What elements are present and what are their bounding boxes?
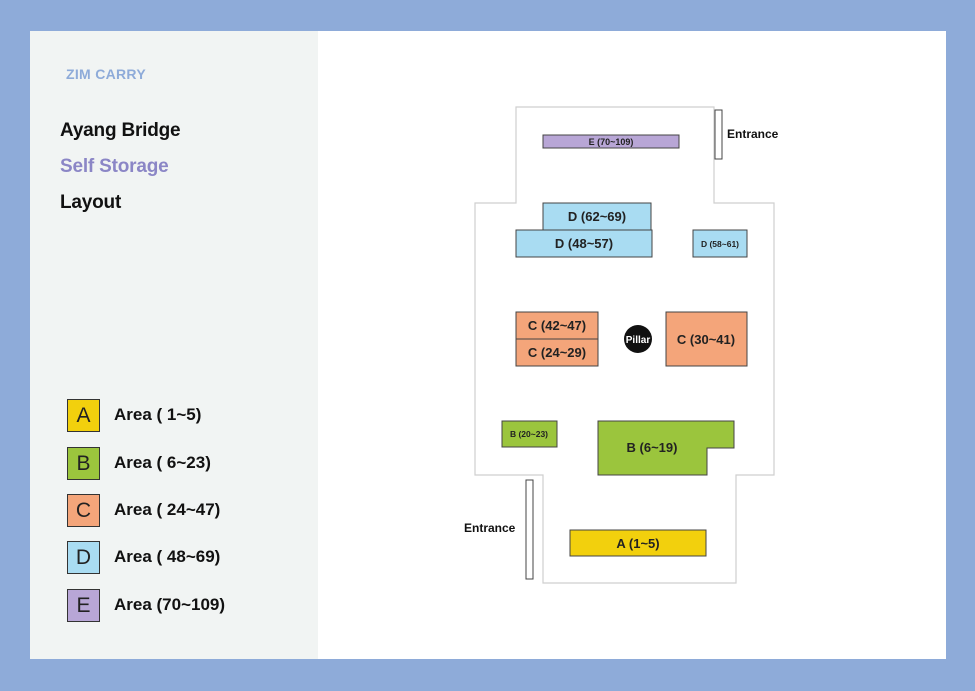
entrance-label-top: Entrance bbox=[727, 127, 779, 141]
legend-swatch-a: A bbox=[67, 399, 100, 432]
storage-unit-e-70-109[interactable]: E (70~109) bbox=[542, 134, 680, 149]
legend-label-b: Area ( 6~23) bbox=[114, 453, 211, 472]
unit-label-b-20-23: B (20~23) bbox=[510, 429, 548, 439]
unit-label-e-70-109: E (70~109) bbox=[589, 137, 634, 147]
entrance-door-left bbox=[525, 479, 534, 580]
pillar-marker: Pillar bbox=[624, 325, 652, 353]
page-title-line-2: Self Storage bbox=[60, 156, 169, 177]
pillar-label: Pillar bbox=[626, 335, 651, 346]
unit-label-d-62-69: D (62~69) bbox=[568, 209, 626, 224]
legend-swatch-c: C bbox=[67, 494, 100, 527]
legend-swatch-d: D bbox=[67, 541, 100, 574]
unit-label-d-58-61: D (58~61) bbox=[701, 239, 739, 249]
unit-label-d-48-57: D (48~57) bbox=[555, 236, 613, 251]
storage-unit-c-24-29[interactable]: C (24~29) bbox=[515, 338, 599, 367]
unit-label-a-1-5: A (1~5) bbox=[616, 536, 659, 551]
legend-label-a: Area ( 1~5) bbox=[114, 405, 202, 424]
storage-unit-d-48-57[interactable]: D (48~57) bbox=[515, 229, 653, 258]
storage-unit-a-1-5[interactable]: A (1~5) bbox=[569, 529, 707, 557]
legend-label-d: Area ( 48~69) bbox=[114, 547, 221, 566]
unit-label-c-24-29: C (24~29) bbox=[528, 345, 586, 360]
unit-label-c-42-47: C (42~47) bbox=[528, 318, 586, 333]
page-title-line-3: Layout bbox=[60, 192, 122, 213]
storage-unit-d-62-69[interactable]: D (62~69) bbox=[542, 202, 652, 231]
brand-logo-text: ZIM CARRY bbox=[66, 66, 146, 82]
legend-swatch-b: B bbox=[67, 447, 100, 480]
page-title-line-1: Ayang Bridge bbox=[60, 120, 181, 141]
storage-unit-b-6-19[interactable]: B (6~19) bbox=[597, 420, 735, 476]
entrance-door-top bbox=[714, 109, 723, 160]
legend-swatch-e: E bbox=[67, 589, 100, 622]
sidebar: ZIM CARRY Ayang Bridge Self Storage Layo… bbox=[30, 31, 318, 659]
layout-card: ZIM CARRY Ayang Bridge Self Storage Layo… bbox=[30, 31, 946, 659]
unit-label-c-30-41: C (30~41) bbox=[677, 332, 735, 347]
storage-unit-d-58-61[interactable]: D (58~61) bbox=[692, 229, 748, 258]
storage-unit-c-42-47[interactable]: C (42~47) bbox=[515, 311, 599, 340]
entrance-label-left: Entrance bbox=[464, 521, 516, 535]
storage-unit-c-30-41[interactable]: C (30~41) bbox=[665, 311, 748, 367]
storage-unit-b-20-23[interactable]: B (20~23) bbox=[501, 420, 558, 448]
legend-label-e: Area (70~109) bbox=[114, 595, 226, 614]
unit-label-b-6-19: B (6~19) bbox=[627, 440, 678, 455]
legend-label-c: Area ( 24~47) bbox=[114, 500, 221, 519]
building-outline bbox=[474, 106, 775, 584]
